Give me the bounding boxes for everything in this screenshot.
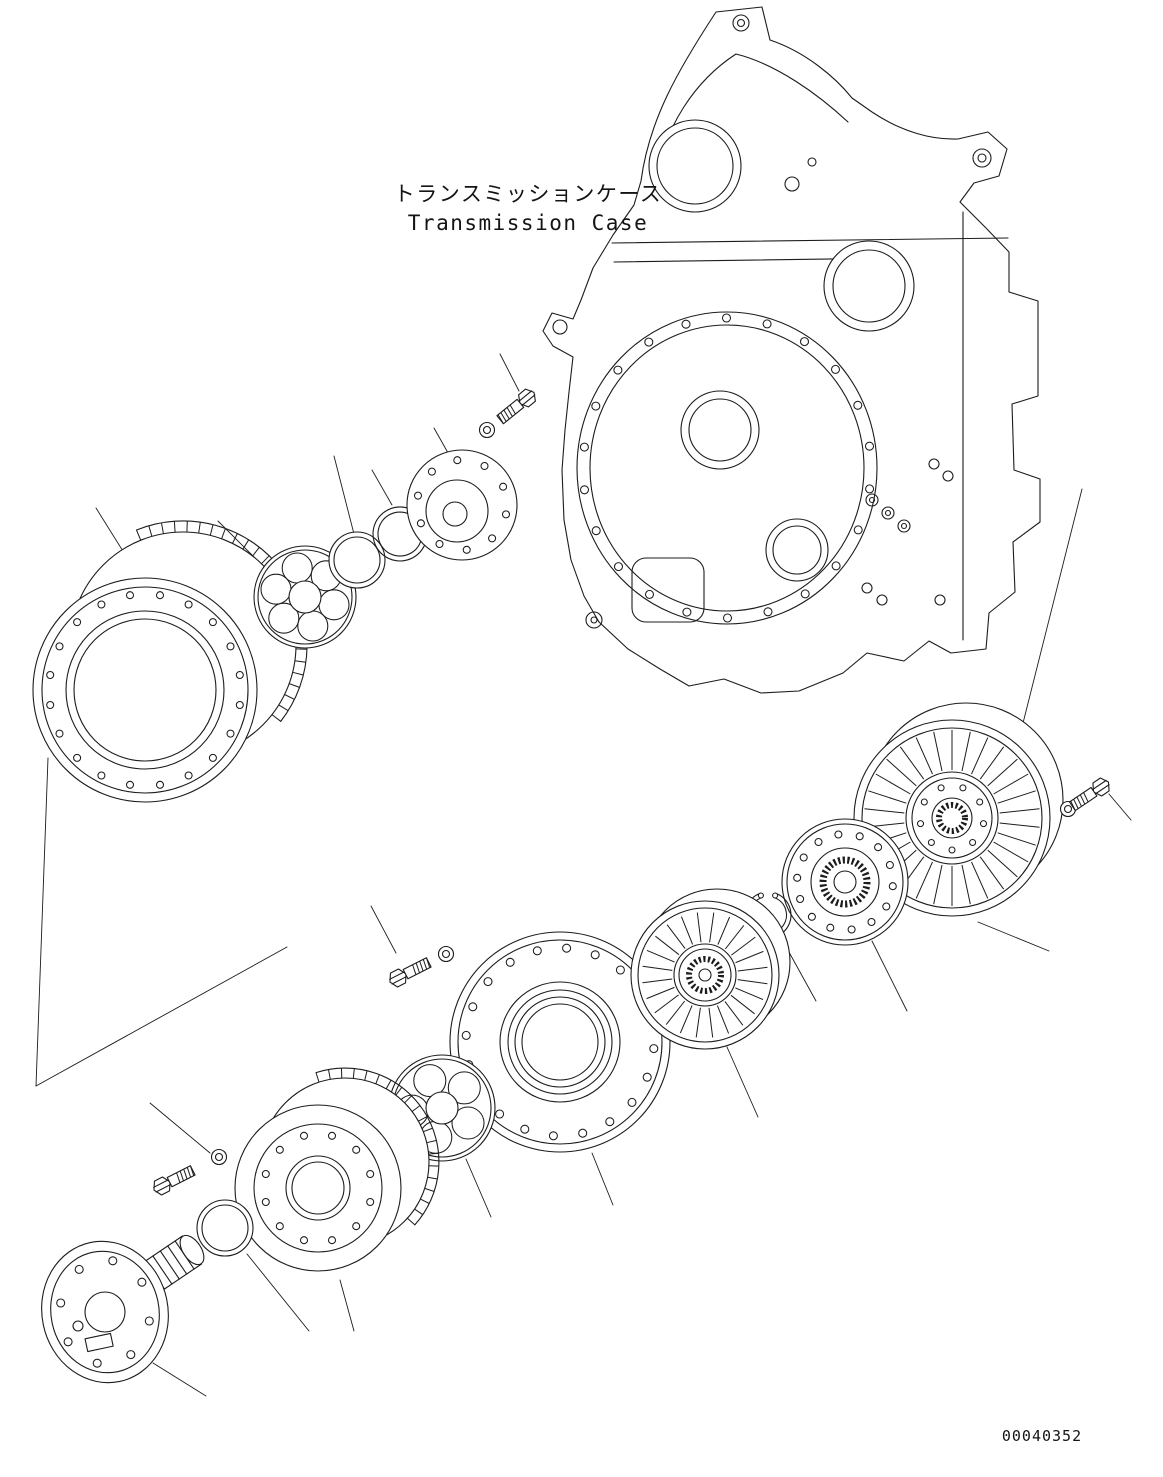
output-gear xyxy=(234,1067,440,1272)
ball-bearing-upper xyxy=(253,545,357,649)
stator-blades xyxy=(642,912,768,1038)
output-shaft xyxy=(41,1234,205,1384)
drum-bolt-holes xyxy=(46,591,244,789)
bearing-balls xyxy=(260,552,350,642)
case-center-bore xyxy=(680,390,760,470)
shaft-flange-slot xyxy=(84,1332,114,1353)
case-lower-bore xyxy=(765,518,829,582)
case-label-japanese: トランスミッションケース xyxy=(394,182,663,206)
bolt-lower-left xyxy=(149,1162,197,1198)
case-lower-opening xyxy=(631,557,705,623)
part-number: 00040352 xyxy=(1002,1427,1082,1445)
case-lug-hole xyxy=(552,319,568,335)
bolt-upper xyxy=(494,385,540,427)
gear-bolt-holes xyxy=(261,1131,375,1245)
bolt-middle xyxy=(385,954,433,990)
shaft-flange-holes xyxy=(56,1256,154,1368)
cover-bolt-holes xyxy=(413,456,511,554)
transmission-case xyxy=(542,6,1041,694)
washer-lower-left xyxy=(210,1148,228,1166)
o-ring xyxy=(196,1199,254,1257)
case-label-english: Transmission Case xyxy=(408,211,648,235)
ring-gear-drum xyxy=(32,520,308,803)
disc-spline-hub xyxy=(819,856,871,908)
case-top-bore xyxy=(648,119,742,213)
disc-holes xyxy=(793,830,897,934)
case-face-bolt-holes xyxy=(579,313,875,623)
gear-teeth xyxy=(315,1068,439,1226)
shaft-flange xyxy=(41,1240,169,1384)
washer-upper xyxy=(478,421,496,439)
case-tab-hole xyxy=(732,14,750,32)
stator-spline-bore xyxy=(686,956,724,994)
bolt-right xyxy=(1067,774,1114,814)
shim-ring xyxy=(328,531,386,589)
turbine-blades xyxy=(864,730,1040,906)
washer-middle xyxy=(437,945,455,963)
case-right-bore xyxy=(823,240,915,332)
bearing-cover-plate xyxy=(406,449,518,561)
case-front-face xyxy=(576,311,878,625)
clutch-hub-disc xyxy=(781,818,909,946)
turbine-hub-holes xyxy=(916,784,988,854)
leader-lines xyxy=(35,353,1132,1397)
case-ear-hole xyxy=(972,148,992,168)
turbine-spline-bore xyxy=(936,802,968,834)
stator-wheel xyxy=(630,888,791,1050)
